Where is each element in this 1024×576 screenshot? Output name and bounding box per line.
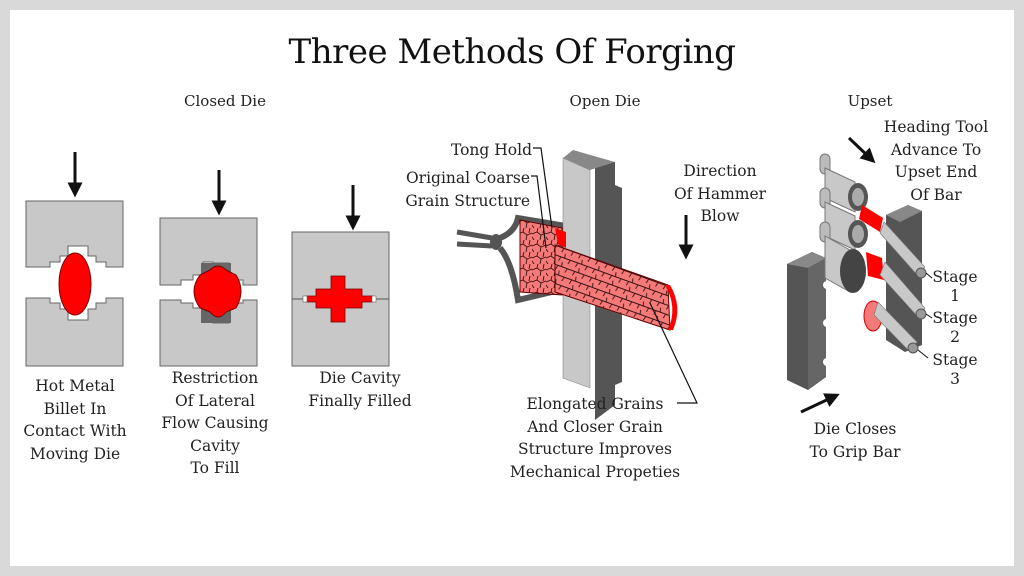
tong-hold-leader: [533, 147, 553, 229]
tong-hold-label: Tong Hold: [450, 141, 532, 159]
open-die-heading: Open Die: [569, 92, 641, 110]
stage-2-leader: [925, 313, 933, 319]
hammer-direction-label: Direction Of Hammer Blow: [673, 162, 767, 225]
upset-illustration: [787, 136, 933, 414]
heading-tool-1: [819, 153, 868, 213]
elongated-grain-label: Elongated Grains And Closer Grain Struct…: [509, 395, 681, 481]
grip-groove: [823, 319, 831, 327]
die-top: [563, 150, 615, 170]
upset-heading: Upset: [847, 92, 893, 110]
closed-die-stage-2: [159, 170, 258, 367]
elongated-grain-leader: [649, 302, 698, 404]
grip-groove: [823, 281, 831, 289]
closed-die-stage-1: [25, 152, 124, 367]
grip-groove: [823, 358, 831, 366]
closed-die-stage-3-caption: Die Cavity Finally Filled: [308, 369, 412, 410]
tong-handle: [456, 229, 493, 249]
left-grip-die-top: [787, 252, 826, 268]
coarse-grain-region: [519, 219, 563, 296]
heading-tool-2: [819, 187, 868, 251]
heading-tool-3: [819, 221, 866, 293]
tong-pivot: [490, 234, 502, 250]
heading-tool-arrow-icon: [847, 136, 876, 164]
stage-1-label: Stage 1: [932, 268, 978, 305]
bar-end-face: [665, 285, 678, 330]
stage-2-stock: [866, 252, 884, 280]
left-grip-die-face: [808, 258, 826, 390]
stage-1-stock: [859, 205, 883, 232]
diagram-title: Three Methods Of Forging: [288, 32, 736, 72]
stage-2-label: Stage 2: [932, 309, 978, 346]
flash-gutter: [371, 295, 377, 303]
upper-die: [25, 200, 124, 268]
right-grip-die-top: [886, 205, 922, 222]
coarse-grain-label: Original Coarse Grain Structure: [405, 169, 530, 210]
hot-billet: [193, 265, 242, 318]
flash-gutter: [302, 295, 308, 303]
stage-1-leader: [925, 272, 933, 279]
closed-die-heading: Closed Die: [184, 92, 266, 110]
coarse-grain-leader: [531, 175, 547, 249]
lower-die: [25, 297, 124, 367]
filled-part: [305, 275, 374, 323]
bar-end: [907, 342, 919, 354]
heading-tool-label: Heading Tool Advance To Upset End Of Bar: [883, 118, 989, 204]
closed-die-stage-3: [291, 185, 390, 367]
stage-3-label: Stage 3: [932, 351, 978, 388]
open-die-illustration: [456, 147, 698, 420]
closed-die-stage-1-caption: Hot Metal Billet In Contact With Moving …: [23, 377, 127, 463]
closed-die-stage-2-caption: Restriction Of Lateral Flow Causing Cavi…: [161, 369, 269, 477]
stage-3-leader: [917, 349, 929, 359]
die-closes-label: Die Closes To Grip Bar: [809, 420, 901, 461]
die-closes-arrow-icon: [800, 393, 840, 414]
hot-billet: [58, 252, 92, 316]
hot-edge: [555, 228, 566, 248]
